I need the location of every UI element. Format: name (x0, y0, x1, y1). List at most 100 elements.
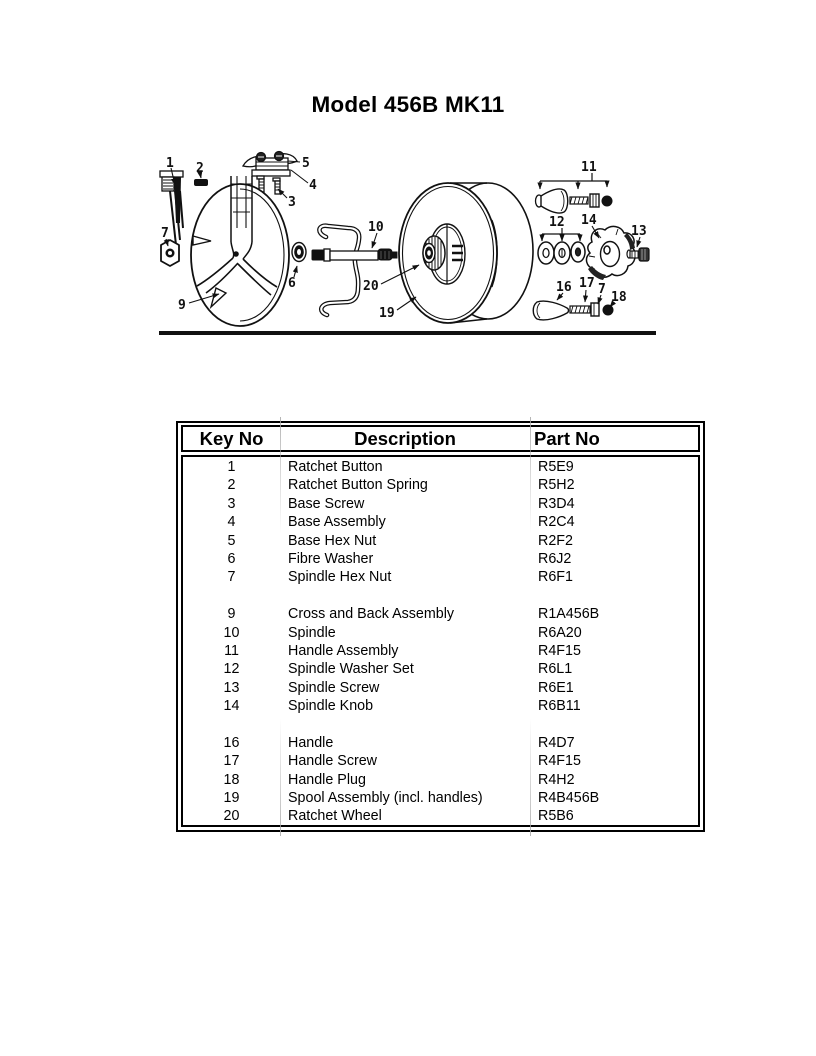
table-row: 3 Base Screw R3D4 (183, 495, 698, 513)
part-no-cell: R4D7 (538, 734, 575, 751)
page-title: Model 456B MK11 (311, 92, 505, 117)
part-no-cell: R2C4 (538, 514, 575, 531)
callout-label: 5 (302, 156, 310, 171)
part-no-cell: R6A20 (538, 624, 582, 641)
description-cell: Spindle Hex Nut (288, 569, 392, 586)
key-no-cell: 12 (223, 661, 240, 678)
description-cell: Handle Screw (288, 753, 377, 770)
key-no-cell: 1 (227, 459, 236, 475)
callout-label: 18 (611, 290, 627, 305)
header-key-no: Key No (199, 427, 264, 449)
key-no-cell: 3 (227, 495, 236, 512)
description-cell: Spindle (288, 624, 336, 641)
description-cell: Cross and Back Assembly (288, 606, 455, 623)
part-no-cell: R6B11 (538, 698, 581, 715)
table-row: 7 Spindle Hex Nut R6F1 (183, 568, 698, 586)
callout-label: 17 (579, 276, 595, 291)
part-handle-assembly (534, 173, 613, 214)
key-no-cell: 18 (223, 771, 240, 788)
description-cell: Handle Plug (288, 771, 366, 788)
part-cross-and-back-assembly (190, 176, 290, 327)
description-cell: Spindle Washer Set (288, 661, 414, 678)
description-cell: Ratchet Button Spring (288, 477, 428, 494)
key-no-cell: 14 (223, 698, 240, 715)
table-row: 14 Spindle Knob R6B11 (183, 697, 698, 715)
part-spool-assembly (398, 182, 534, 324)
key-no-cell: 5 (227, 532, 236, 549)
part-no-cell: R3D4 (538, 495, 575, 512)
table-row: 2 Ratchet Button Spring R5H2 (183, 476, 698, 494)
part-spindle-knob (585, 225, 636, 280)
callout-label: 11 (581, 160, 597, 175)
description-cell: Ratchet Wheel (288, 808, 382, 825)
table-row: 1 Ratchet Button R5E9 (183, 458, 698, 476)
part-handle (532, 300, 614, 321)
exploded-parts-diagram: 1 2 3 4 5 6 7 9 10 11 12 13 14 16 17 7 1… (159, 150, 656, 335)
part-no-cell: R1A456B (538, 606, 600, 623)
description-cell: Spindle Knob (288, 698, 374, 715)
description-cell: Fibre Washer (288, 550, 374, 567)
spacer-row (183, 715, 698, 733)
part-no-cell: R4F15 (538, 642, 581, 659)
callout-label: 7 (598, 282, 606, 297)
callout-label: 12 (549, 215, 565, 230)
key-no-cell: 11 (224, 642, 239, 659)
part-no-cell: R5E9 (538, 459, 574, 475)
key-no-cell: 13 (223, 679, 240, 696)
callout-label: 13 (631, 224, 647, 239)
part-no-cell: R6J2 (538, 550, 572, 567)
callout-leaders (163, 160, 642, 311)
callout-label: 20 (363, 279, 379, 294)
part-spindle-hex-nut (160, 239, 180, 267)
description-cell: Handle Assembly (288, 642, 399, 659)
table-row: 16 Handle R4D7 (183, 734, 698, 752)
callout-label: 4 (309, 178, 317, 193)
part-no-cell: R6E1 (538, 679, 574, 696)
part-spool-clip (317, 223, 362, 318)
part-no-cell: R4F15 (538, 753, 581, 770)
table-body: 1 Ratchet Button R5E9 2 Ratchet Button Sprin… (181, 455, 700, 827)
table-row: 13 Spindle Screw R6E1 (183, 679, 698, 697)
callout-label: 6 (288, 276, 296, 291)
part-base-assembly (242, 150, 298, 195)
key-no-cell: 16 (223, 734, 240, 751)
table-row: 12 Spindle Washer Set R6L1 (183, 660, 698, 678)
header-description: Description (354, 427, 456, 449)
spacer-row (183, 587, 698, 605)
part-spindle-washer-set (537, 228, 586, 265)
table-row: 17 Handle Screw R4F15 (183, 752, 698, 770)
key-no-cell: 2 (227, 477, 236, 494)
callout-label: 7 (161, 226, 169, 241)
part-no-cell: R4B456B (538, 790, 600, 807)
part-no-cell: R2F2 (538, 532, 573, 549)
callout-label: 16 (556, 280, 572, 295)
parts-table-header: Key No Description Part No (181, 425, 700, 452)
description-cell: Handle (288, 734, 334, 751)
key-no-cell: 17 (223, 753, 240, 770)
callout-label: 1 (166, 156, 174, 171)
key-no-cell: 6 (227, 550, 236, 567)
table-row: 18 Handle Plug R4H2 (183, 771, 698, 789)
part-no-cell: R4H2 (538, 771, 575, 788)
description-cell: Spindle Screw (288, 679, 380, 696)
part-no-cell: R6L1 (538, 661, 573, 678)
callout-label: 3 (288, 195, 296, 210)
table-row: 5 Base Hex Nut R2F2 (183, 532, 698, 550)
table-row: 6 Fibre Washer R6J2 (183, 550, 698, 568)
key-no-cell: 7 (227, 569, 236, 586)
part-no-cell: R5H2 (538, 477, 575, 494)
description-cell: Ratchet Button (288, 459, 383, 475)
key-no-cell: 10 (223, 624, 240, 641)
part-no-cell: R6F1 (538, 569, 573, 586)
callout-label: 9 (178, 298, 186, 313)
description-cell: Spool Assembly (incl. handles) (288, 790, 483, 807)
description-cell: Base Screw (288, 495, 365, 512)
callout-label: 19 (379, 306, 395, 321)
callout-label: 14 (581, 213, 597, 228)
description-cell: Base Hex Nut (288, 532, 377, 549)
part-no-cell: R5B6 (538, 808, 574, 825)
